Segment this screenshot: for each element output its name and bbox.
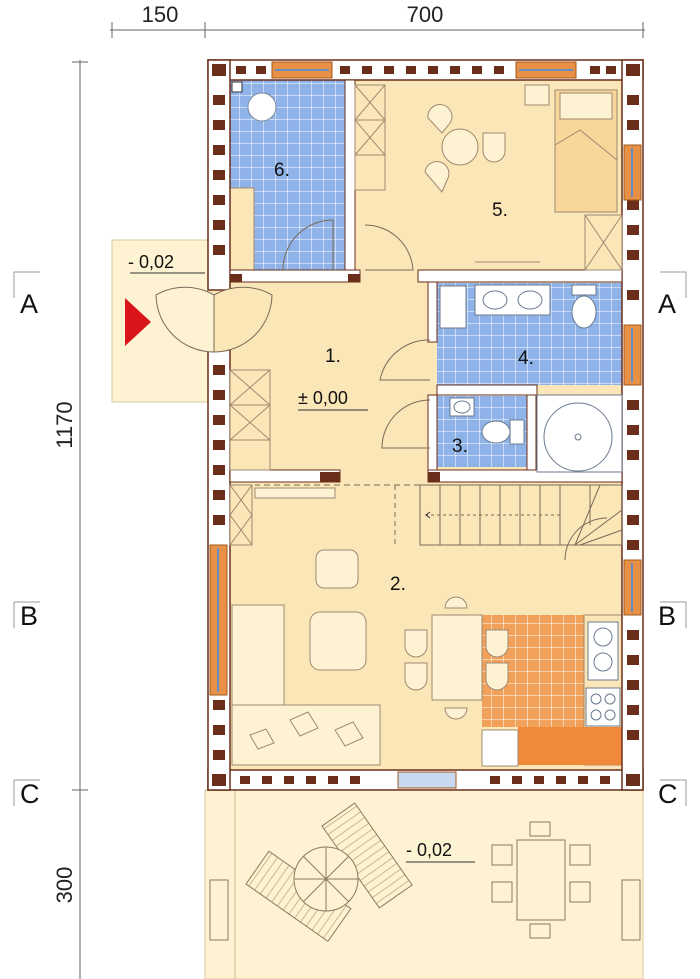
- staircase: [255, 484, 623, 546]
- level-terrace: - 0,02: [406, 840, 452, 860]
- fridge: [481, 729, 519, 767]
- room-4-fixtures: [439, 284, 623, 473]
- level-hall: ± 0,00: [298, 388, 348, 408]
- room-3-fixtures: [449, 397, 525, 445]
- dimension-left-terrace: 300: [52, 867, 77, 904]
- cabinets: [229, 84, 623, 546]
- room-label-1: 1.: [325, 346, 341, 367]
- section-marker-lines: [13, 271, 687, 806]
- room-label-6: 6.: [274, 160, 290, 181]
- dimension-lines: [72, 22, 645, 979]
- level-entrance: - 0,02: [128, 252, 174, 272]
- room-label-2: 2.: [390, 574, 406, 595]
- kitchen-fixtures: [585, 621, 621, 727]
- dimension-left-main: 1170: [52, 401, 77, 448]
- room-label-5: 5.: [492, 200, 508, 221]
- room-label-4: 4.: [518, 348, 534, 369]
- entry-arrow-icon: [125, 298, 151, 346]
- section-marker-c-left: C: [20, 779, 40, 809]
- section-marker-a-right: A: [658, 289, 676, 319]
- section-marker-c-right: C: [658, 779, 678, 809]
- entry-door: [155, 286, 273, 353]
- kitchen-counter-bottom: [518, 727, 622, 765]
- doors: [282, 219, 608, 561]
- section-marker-b-right: B: [658, 601, 676, 631]
- section-marker-b-left: B: [20, 601, 38, 631]
- living-room-furniture: [231, 487, 509, 766]
- dimension-top-right: 700: [407, 2, 444, 27]
- section-marker-a-left: A: [20, 289, 38, 319]
- dimension-top-left: 150: [142, 2, 179, 27]
- room-6-corner-fixture: [231, 81, 243, 93]
- wall-brick-blocks: [212, 64, 640, 786]
- window-glass: [217, 69, 633, 692]
- terrace-furniture: [209, 802, 641, 943]
- room-5-furniture: [424, 84, 618, 263]
- wardrobe-room-6: [229, 187, 255, 271]
- room-label-3: 3.: [452, 436, 468, 457]
- room-6-round-fixture: [247, 92, 277, 122]
